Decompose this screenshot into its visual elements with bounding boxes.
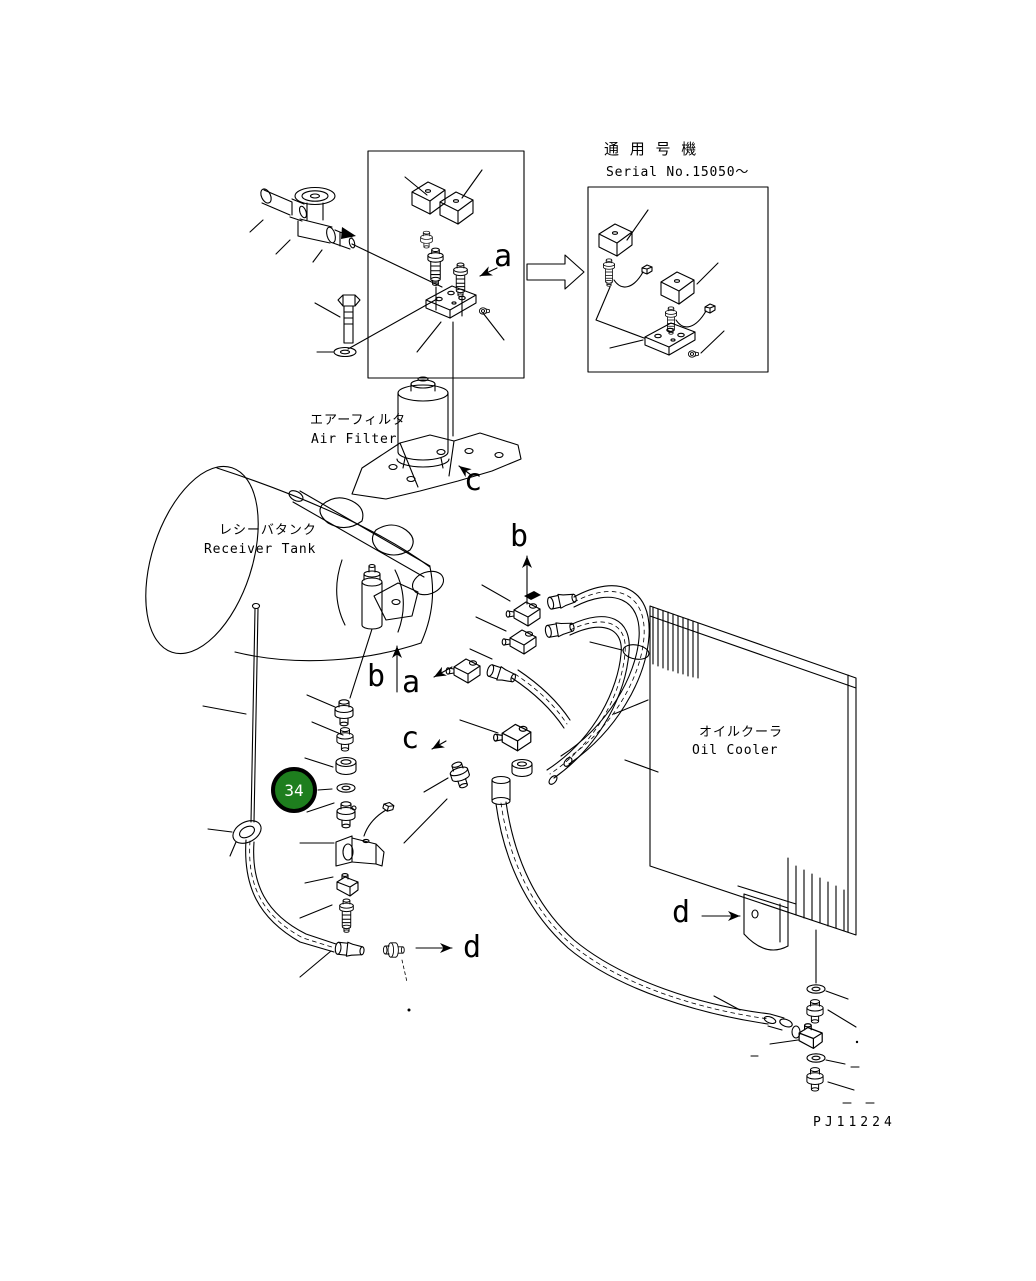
fitting-column bbox=[304, 694, 357, 829]
callout-c-lower: c bbox=[401, 721, 420, 756]
inset-box-serial bbox=[587, 186, 769, 373]
mounting-bolt bbox=[314, 294, 361, 344]
drawing-number: PJ11224 bbox=[813, 1115, 896, 1130]
callout-d-drier: d bbox=[672, 895, 691, 930]
callout-b-lower: b bbox=[367, 659, 386, 694]
receiver-tank-label-en: Receiver Tank bbox=[204, 542, 317, 557]
receiver-tank bbox=[145, 465, 445, 662]
drain-tube bbox=[250, 602, 261, 823]
drain-hose bbox=[202, 705, 411, 1012]
air-filter-label-en: Air Filter bbox=[311, 432, 398, 447]
callout-c-bracket: c bbox=[464, 463, 483, 498]
inset-box-current bbox=[367, 150, 525, 437]
air-filter-label-ja: エアーフィルタ bbox=[310, 413, 407, 428]
bottom-fitting-stack bbox=[750, 929, 875, 1104]
callout-a-inset: a bbox=[494, 239, 513, 274]
elbow-fittings bbox=[475, 584, 579, 655]
part-callout-number: 34 bbox=[284, 780, 304, 800]
cube-fitting bbox=[304, 873, 359, 897]
callout-b-upper: b bbox=[510, 519, 529, 554]
c-elbow-cluster bbox=[403, 719, 533, 844]
bottom-hose bbox=[495, 801, 793, 1031]
oil-cooler bbox=[649, 605, 857, 936]
serial-title-ja: 通 用 号 機 bbox=[604, 140, 700, 158]
callout-a-lower: a bbox=[402, 665, 421, 700]
oil-cooler-label-ja: オイルクーラ bbox=[699, 725, 784, 740]
block-arrow bbox=[526, 254, 585, 290]
part-callout-34[interactable]: 34 bbox=[271, 767, 317, 813]
callout-arrows bbox=[392, 266, 741, 953]
receiver-tank-label-ja: レシーバタンク bbox=[219, 523, 317, 538]
hose-pair bbox=[546, 585, 659, 785]
air-filter-canister bbox=[396, 376, 450, 469]
callout-d-hose: d bbox=[463, 930, 482, 965]
shutoff-valve-assembly bbox=[249, 186, 443, 288]
pressure-switch bbox=[299, 800, 395, 867]
tube-clamp bbox=[229, 820, 262, 857]
serial-number: Serial No.15050～ bbox=[606, 165, 750, 180]
a-elbow-cluster bbox=[445, 648, 571, 729]
washer bbox=[316, 298, 438, 358]
bottom-valve-fitting bbox=[299, 898, 354, 933]
filter-bracket bbox=[351, 432, 522, 500]
relief-valve bbox=[349, 563, 383, 699]
oil-cooler-label-en: Oil Cooler bbox=[692, 743, 779, 758]
receiver-drier bbox=[737, 885, 797, 951]
